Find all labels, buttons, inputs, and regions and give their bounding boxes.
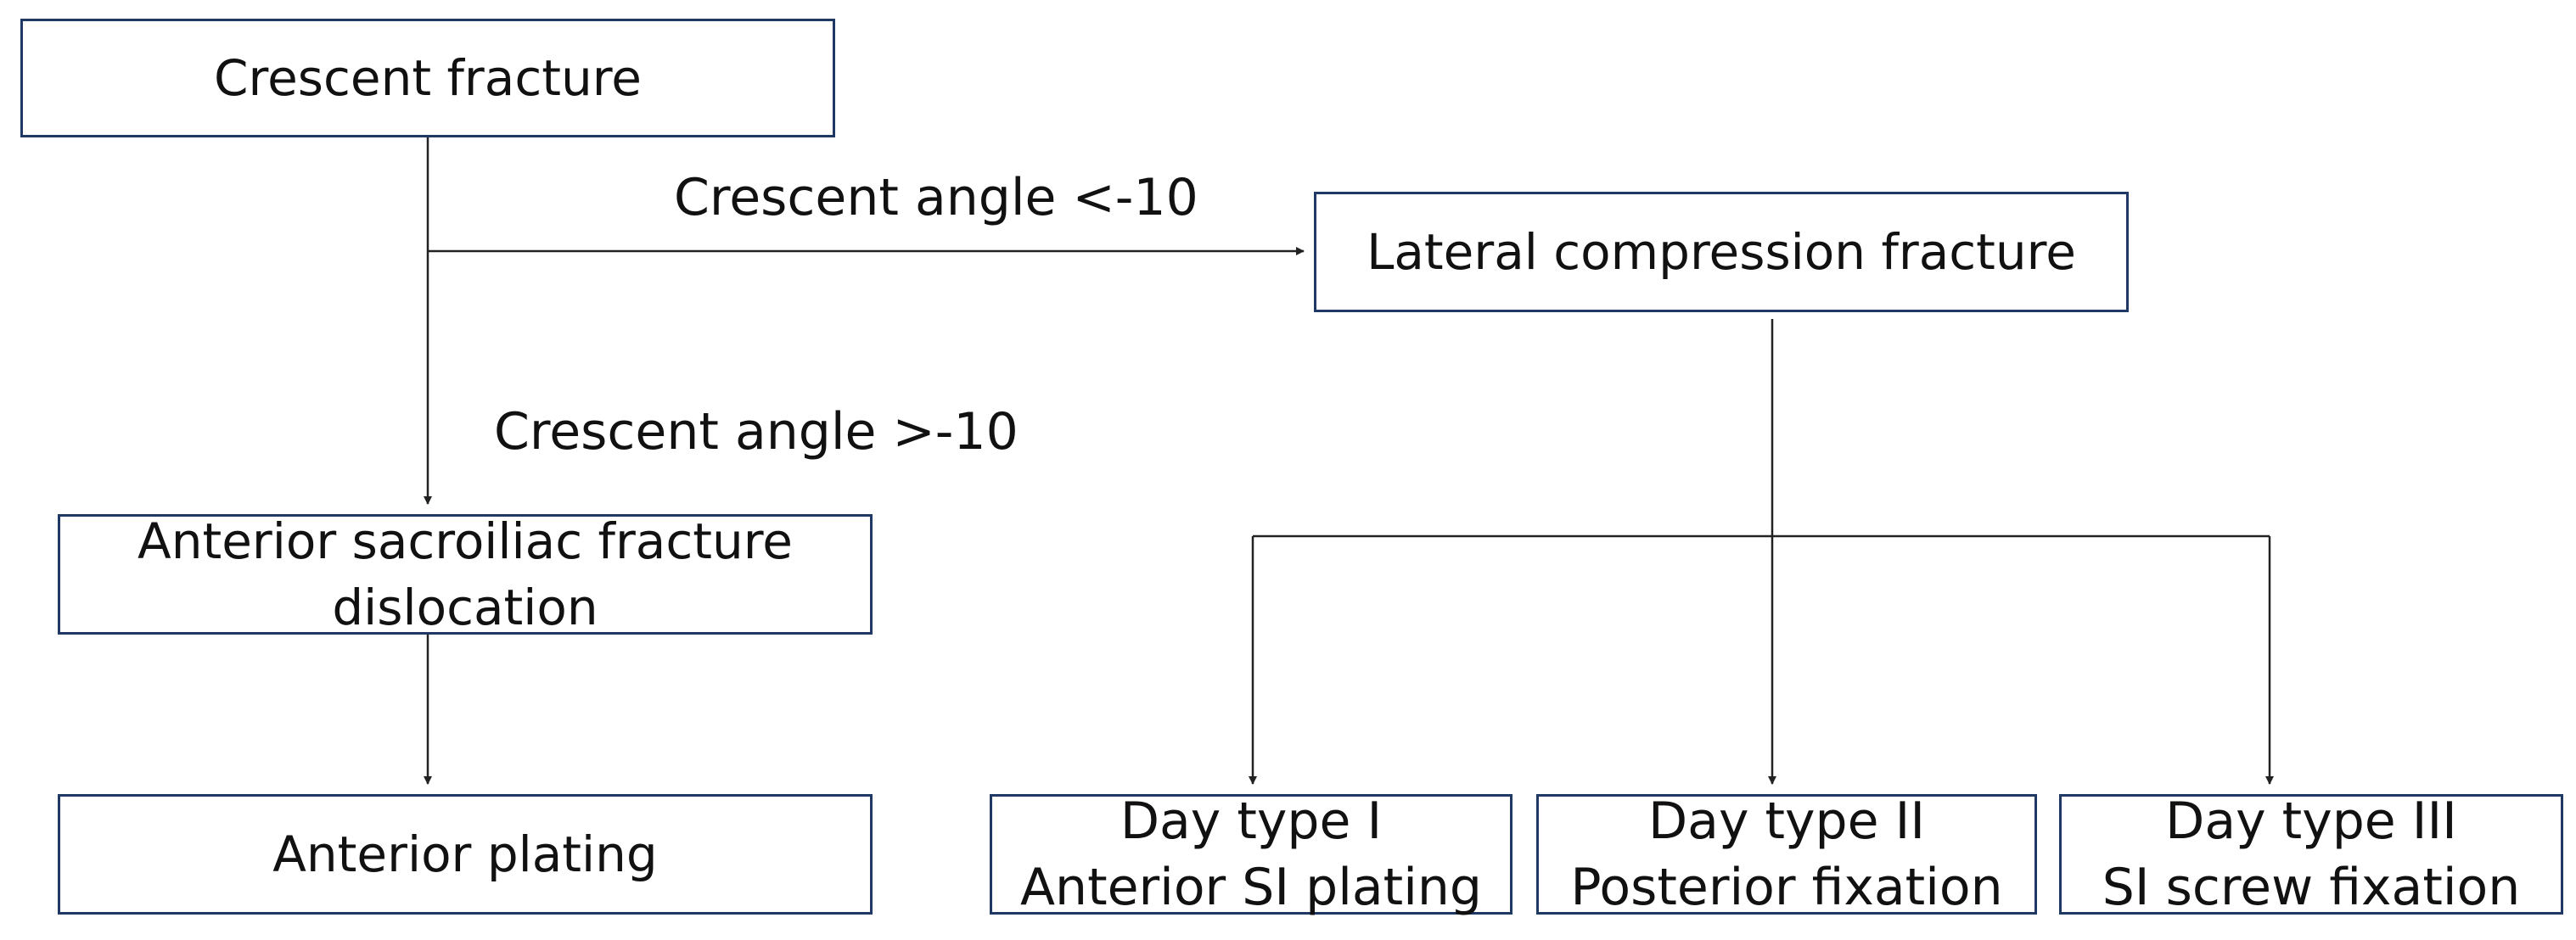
node-day-type-3: Day type III SI screw fixation (2059, 792, 2563, 917)
node-crescent-fracture: Crescent fracture (20, 19, 835, 137)
node-anterior-plating: Anterior plating (58, 794, 873, 915)
node-label-line1: Day type III (2165, 792, 2457, 851)
node-label-line2: dislocation (332, 579, 598, 636)
node-label: Anterior plating (272, 825, 658, 883)
node-label-line2: SI screw fixation (2102, 858, 2521, 917)
node-day-type-2: Day type II Posterior fixation (1536, 792, 2037, 917)
node-day-type-1: Day type I Anterior SI plating (990, 792, 1512, 917)
node-anterior-si-fracture-dislocation: Anterior sacroiliac fracture dislocation (58, 512, 873, 636)
node-label-line1: Day type I (1120, 792, 1383, 851)
edge-label-angle-greater: Crescent angle >-10 (494, 402, 1019, 462)
node-label-line2: Posterior fixation (1570, 858, 2003, 917)
node-label: Lateral compression fracture (1367, 223, 2076, 281)
node-label: Crescent fracture (214, 49, 642, 107)
node-label-line1: Anterior sacroiliac fracture (137, 512, 793, 570)
edge-label-angle-less: Crescent angle <-10 (674, 168, 1198, 227)
node-label-line1: Day type II (1647, 792, 1926, 851)
node-lateral-compression-fracture: Lateral compression fracture (1314, 192, 2129, 312)
node-label-line2: Anterior SI plating (1020, 858, 1482, 917)
